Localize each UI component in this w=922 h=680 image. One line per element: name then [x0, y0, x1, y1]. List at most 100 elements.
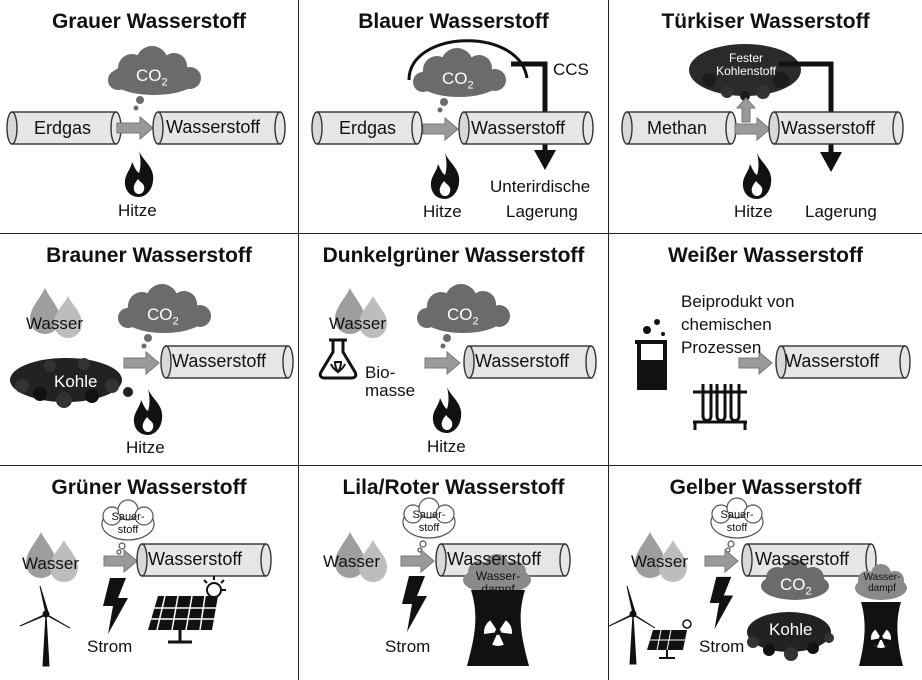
oxygen-label: Sauer-stoff	[412, 509, 446, 534]
panel-green-art	[19, 499, 272, 667]
pipe-icon	[458, 111, 594, 145]
storage-label-2: Lagerung	[506, 202, 578, 221]
arrow-icon	[123, 350, 160, 376]
pipe-icon	[160, 345, 294, 379]
panel-darkgreen-hydrogen: Dunkelgrüner Wasserstoff Wasser	[299, 234, 609, 466]
panel-title: Weißer Wasserstoff	[668, 244, 863, 267]
steam-label: Wasser-dampf	[475, 569, 521, 596]
flame-icon	[133, 389, 163, 435]
lightning-icon	[402, 576, 427, 632]
cooling-tower-icon	[467, 590, 529, 666]
panel-title: Blauer Wasserstoff	[358, 10, 549, 33]
arrow-icon	[422, 116, 459, 142]
coal-label: Kohle	[54, 372, 98, 391]
panel-white-hydrogen: Weißer Wasserstoff Beiprodukt	[609, 234, 922, 466]
panel-blue-hydrogen: Blauer Wasserstoff	[299, 0, 609, 234]
input-label: Erdgas	[339, 118, 397, 138]
panel-grey-art	[6, 46, 286, 197]
panel-turq-art	[621, 44, 904, 199]
steam-cloud-icon	[463, 554, 531, 594]
panel-green-hydrogen: Grüner Wasserstoff	[0, 466, 299, 680]
wind-turbine-icon	[19, 585, 71, 667]
heat-label: Hitze	[427, 437, 466, 456]
output-label: Wasserstoff	[781, 118, 876, 138]
arrow-icon	[103, 548, 138, 574]
pipe-icon	[136, 543, 272, 577]
water-label: Wasser	[631, 552, 688, 571]
arrow-icon	[400, 548, 435, 574]
pipe-icon	[768, 111, 904, 145]
panel-title: Dunkelgrüner Wasserstoff	[322, 244, 585, 267]
panel-brown-art	[10, 284, 294, 435]
pipe-icon	[621, 111, 737, 145]
output-label: Wasserstoff	[475, 351, 570, 371]
pipe-icon	[463, 345, 597, 379]
arrow-icon	[116, 115, 154, 141]
biomass-label: Bio-masse	[365, 363, 416, 400]
output-label: Wasserstoff	[172, 351, 267, 371]
arrow-icon	[704, 548, 739, 574]
power-label: Strom	[699, 637, 745, 656]
output-label: Wasserstoff	[148, 549, 243, 569]
flame-icon	[742, 153, 772, 199]
panel-turquoise-hydrogen: Türkiser Wasserstoff	[609, 0, 922, 234]
oxygen-cloud-icon	[402, 497, 456, 553]
output-label: Wasserstoff	[471, 118, 566, 138]
water-label: Wasser	[329, 314, 386, 333]
output-label: Wasserstoff	[447, 549, 542, 569]
heat-label: Hitze	[126, 438, 165, 457]
ccs-label: CCS	[553, 60, 589, 79]
co2-label: CO2	[442, 69, 474, 92]
pipe-icon	[311, 111, 423, 145]
panel-title: Türkiser Wasserstoff	[661, 10, 870, 33]
co2-label: CO2	[136, 66, 168, 89]
solar-panel-icon	[647, 619, 692, 659]
panel-title: Brauner Wasserstoff	[46, 244, 252, 267]
water-label: Wasser	[26, 314, 83, 333]
wind-turbine-icon	[609, 585, 656, 665]
pipe-icon	[152, 111, 286, 145]
panel-yellow-art	[609, 497, 907, 666]
co2-cloud-icon	[417, 284, 510, 349]
panel-grey-hydrogen: Grauer Wasserstoff CO2 Erdg	[0, 0, 299, 234]
co2-cloud-icon	[118, 284, 211, 349]
oxygen-cloud-icon	[101, 499, 155, 555]
lightning-icon	[103, 578, 128, 634]
arrow-down-icon	[534, 150, 556, 170]
power-label: Strom	[87, 637, 133, 656]
oxygen-label: Sauer-stoff	[720, 509, 754, 534]
panel-white-art	[635, 319, 911, 430]
arrow-up-icon	[735, 97, 757, 123]
panel-blue-art	[311, 39, 594, 199]
pipe-icon	[775, 345, 911, 379]
oxygen-label: Sauer-stoff	[111, 511, 145, 536]
panel-brown-hydrogen: Brauner Wasserstoff	[0, 234, 299, 466]
co2-label: CO2	[147, 305, 179, 328]
co2-label: CO2	[447, 305, 479, 328]
test-tubes-icon	[693, 384, 747, 430]
coal-pile-icon	[10, 358, 133, 408]
steam-cloud-icon	[855, 564, 907, 600]
panel-dgreen-art	[318, 284, 597, 433]
heat-label: Hitze	[734, 202, 773, 221]
flame-icon	[124, 151, 154, 197]
power-label: Strom	[385, 637, 431, 656]
panel-yellow-hydrogen: Gelber Wasserstoff	[609, 466, 922, 680]
output-label: Wasserstoff	[785, 351, 880, 371]
heat-label: Hitze	[423, 202, 462, 221]
panel-title: Grauer Wasserstoff	[51, 10, 247, 33]
input-label: Methan	[647, 118, 708, 138]
co2-label: CO2	[780, 575, 812, 598]
storage-label-1: Unterirdische	[490, 177, 591, 196]
beaker-icon	[635, 319, 667, 390]
water-label: Wasser	[323, 552, 380, 571]
arrow-icon	[424, 350, 461, 376]
panel-title: Gelber Wasserstoff	[669, 476, 862, 499]
flame-icon	[432, 387, 462, 433]
flask-icon	[318, 338, 358, 380]
arrow-down-icon	[820, 152, 842, 172]
co2-cloud-icon	[761, 559, 829, 600]
panel-title: Lila/Roter Wasserstoff	[342, 476, 565, 499]
output-label: Wasserstoff	[755, 549, 850, 569]
